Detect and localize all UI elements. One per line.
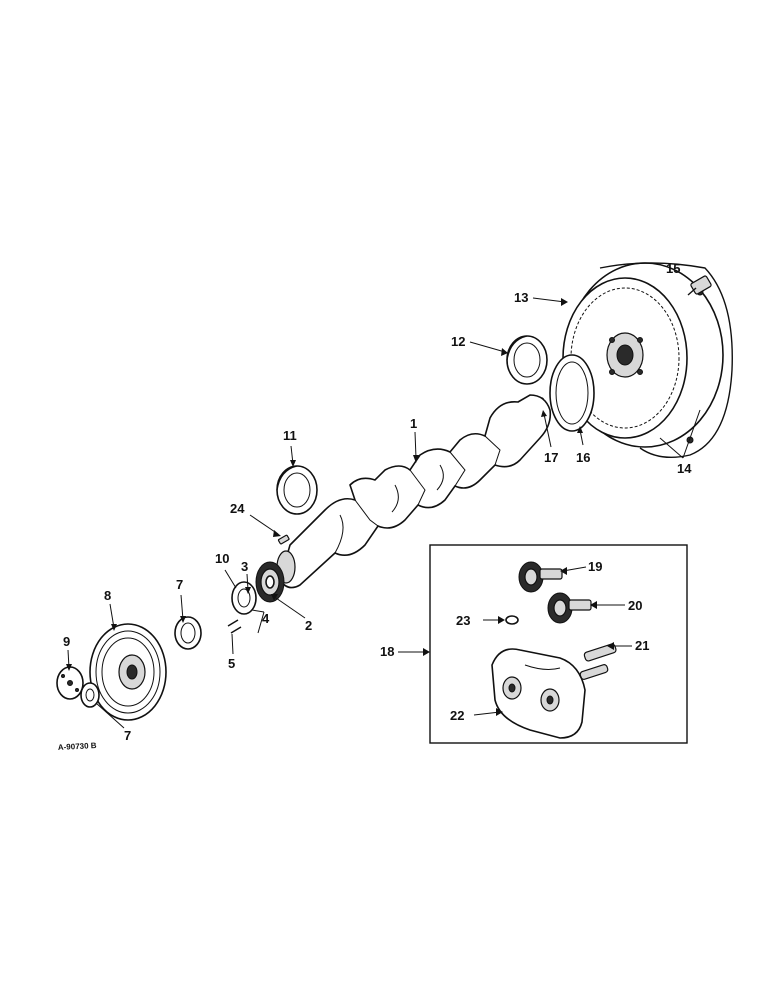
flywheel xyxy=(562,262,733,458)
callout-17: 17 xyxy=(544,450,558,465)
callout-16: 16 xyxy=(576,450,590,465)
oil-pump-assembly xyxy=(429,544,688,744)
callout-5: 5 xyxy=(228,656,235,671)
flywheel-bolt xyxy=(687,275,712,296)
callout-15: 15 xyxy=(666,261,680,276)
callout-9: 9 xyxy=(63,634,70,649)
callout-labels: 1 2 3 4 5 7 7 8 9 10 11 12 13 14 15 16 1… xyxy=(63,261,692,743)
callout-3: 3 xyxy=(241,559,248,574)
callout-10: 10 xyxy=(215,551,229,566)
crankshaft-pulley xyxy=(89,623,167,721)
figure-id: A-90730 B xyxy=(58,741,97,752)
callout-8: 8 xyxy=(104,588,111,603)
callout-7-lower: 7 xyxy=(124,728,131,743)
callout-1: 1 xyxy=(410,416,417,431)
callout-11: 11 xyxy=(283,428,297,443)
callout-23: 23 xyxy=(456,613,470,628)
callout-18: 18 xyxy=(380,644,394,659)
callout-14: 14 xyxy=(677,461,692,476)
callout-2: 2 xyxy=(305,618,312,633)
pulley-hub xyxy=(56,666,84,700)
callout-12: 12 xyxy=(451,334,465,349)
woodruff-key xyxy=(277,534,290,545)
callout-20: 20 xyxy=(628,598,642,613)
callout-24: 24 xyxy=(230,501,245,516)
front-seal xyxy=(174,616,202,650)
main-bearing xyxy=(276,465,318,515)
callout-4: 4 xyxy=(262,611,270,626)
gear-keys xyxy=(227,619,242,634)
callout-19: 19 xyxy=(588,559,602,574)
callout-7-upper: 7 xyxy=(176,577,183,592)
callout-21: 21 xyxy=(635,638,649,653)
main-bearing-rear xyxy=(506,335,548,385)
thrust-washer xyxy=(231,581,257,615)
callout-22: 22 xyxy=(450,708,464,723)
leader-lines xyxy=(66,272,701,729)
callout-13: 13 xyxy=(514,290,528,305)
pulley-washer xyxy=(80,682,100,708)
crankshaft-gear xyxy=(255,561,285,603)
seal-ring xyxy=(549,354,595,432)
